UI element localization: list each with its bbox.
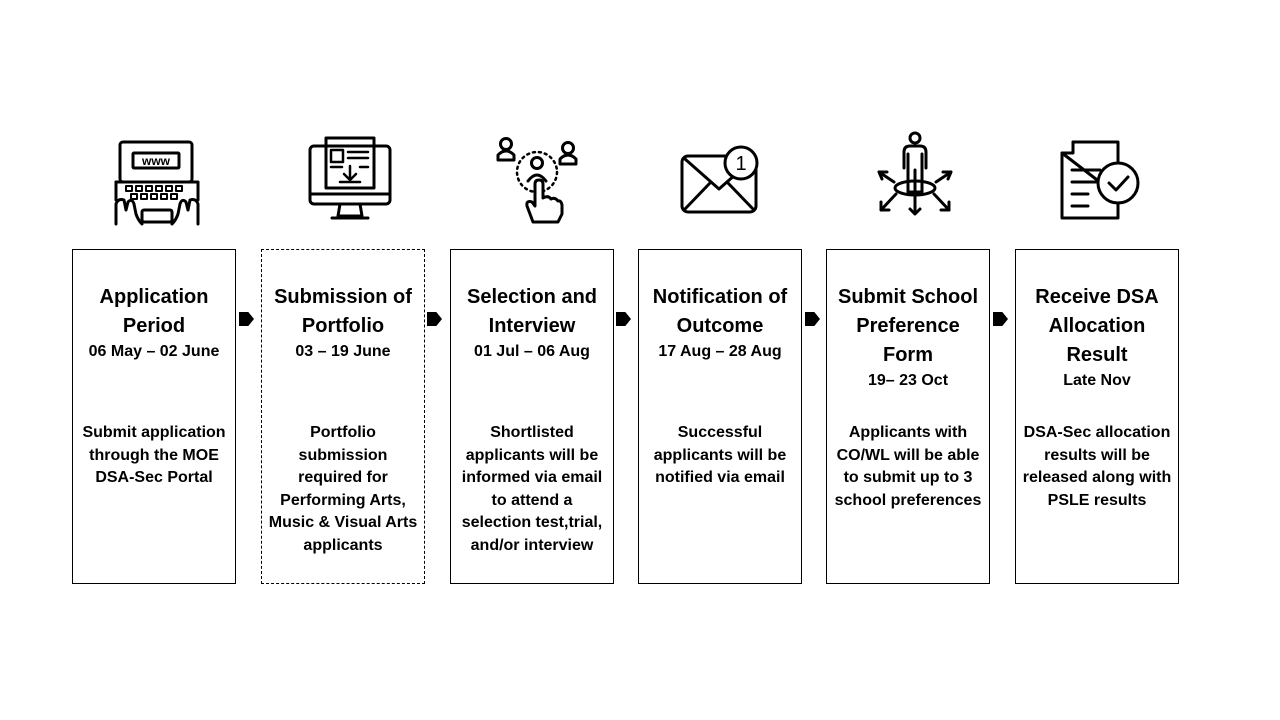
person-choices-icon bbox=[874, 130, 958, 218]
select-person-icon bbox=[495, 136, 581, 224]
step-description: Successful applicants will be notified v… bbox=[653, 424, 787, 486]
step-application-period: Application Period 06 May – 02 June Subm… bbox=[72, 249, 236, 584]
step-date: 03 – 19 June bbox=[295, 343, 391, 360]
step-submission-of-portfolio: Submission of Portfolio 03 – 19 June Por… bbox=[261, 249, 425, 584]
step-date: 01 Jul – 06 Aug bbox=[474, 343, 590, 360]
step-description: Shortlisted applicants will be informed … bbox=[461, 424, 603, 554]
www-text: www bbox=[141, 154, 171, 168]
arrow-right-icon bbox=[239, 312, 254, 326]
step-date: Late Nov bbox=[1063, 372, 1131, 389]
step-description: Submit application through the MOE DSA-S… bbox=[82, 424, 226, 486]
step-date: 06 May – 02 June bbox=[88, 343, 220, 360]
document-check-icon bbox=[1058, 140, 1142, 222]
monitor-download-icon bbox=[308, 136, 392, 220]
step-description: DSA-Sec allocation results will be relea… bbox=[1022, 424, 1172, 509]
laptop-www-icon: www bbox=[112, 140, 202, 226]
arrow-right-icon bbox=[993, 312, 1008, 326]
arrow-right-icon bbox=[616, 312, 631, 326]
step-selection-and-interview: Selection and Interview 01 Jul – 06 Aug … bbox=[450, 249, 614, 584]
arrow-right-icon bbox=[427, 312, 442, 326]
arrow-right-icon bbox=[805, 312, 820, 326]
step-title: Notification of Outcome bbox=[652, 286, 788, 337]
step-title: Submit School Preference Form bbox=[838, 286, 978, 366]
step-notification-of-outcome: Notification of Outcome 17 Aug – 28 Aug … bbox=[638, 249, 802, 584]
step-title: Submission of Portfolio bbox=[274, 286, 412, 337]
step-date: 19– 23 Oct bbox=[867, 372, 949, 389]
step-description: Applicants with CO/WL will be able to su… bbox=[834, 424, 982, 509]
notification-count: 1 bbox=[735, 153, 746, 175]
step-receive-dsa-allocation-result: Receive DSA Allocation Result Late Nov D… bbox=[1015, 249, 1179, 584]
email-notification-icon: 1 bbox=[680, 145, 762, 215]
step-submit-school-preference-form: Submit School Preference Form 19– 23 Oct… bbox=[826, 249, 990, 584]
step-title: Selection and Interview bbox=[466, 286, 598, 337]
step-title: Receive DSA Allocation Result bbox=[1035, 286, 1159, 366]
step-title: Application Period bbox=[99, 286, 209, 337]
step-date: 17 Aug – 28 Aug bbox=[658, 343, 782, 360]
step-description: Portfolio submission required for Perfor… bbox=[268, 424, 418, 554]
